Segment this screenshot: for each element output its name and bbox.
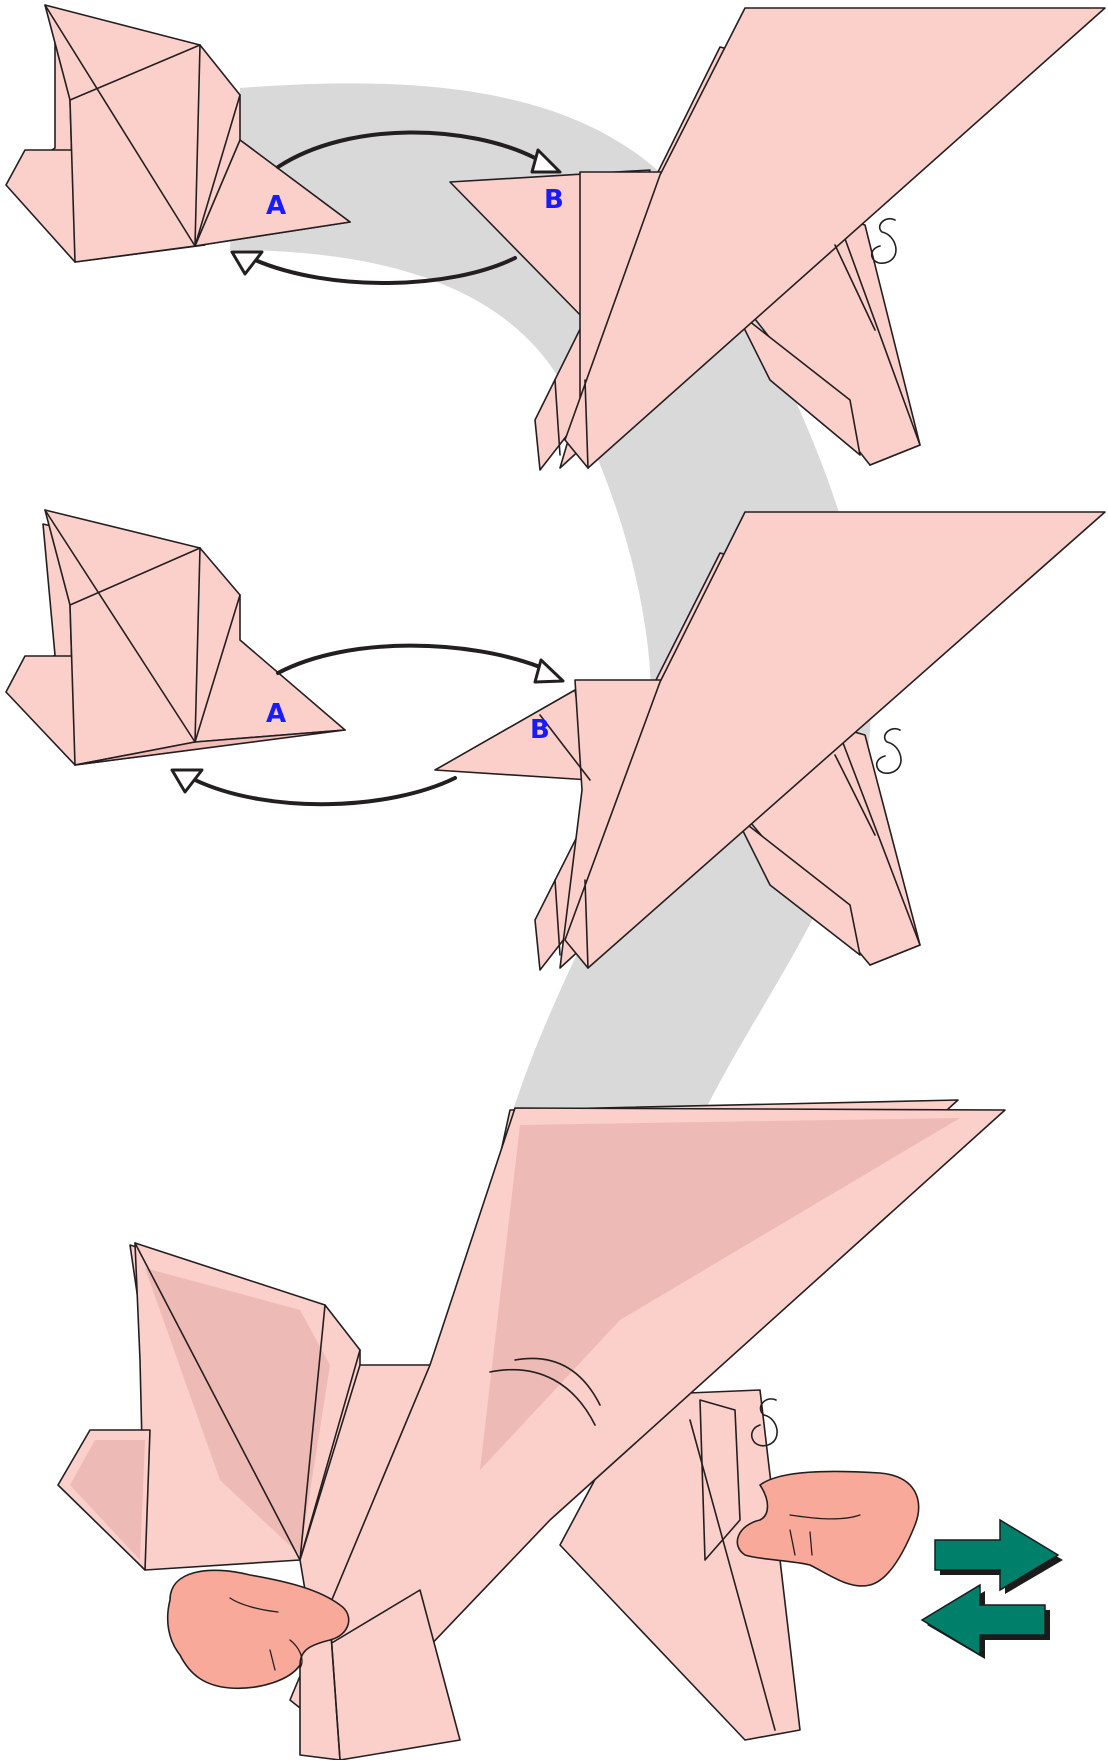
- step2-diagram: A B: [6, 510, 1105, 970]
- arrow-head-icon: [535, 660, 563, 682]
- step1-label-a: A: [266, 191, 286, 221]
- curved-arrow-left-icon: [195, 778, 455, 804]
- step1-label-b: B: [544, 185, 564, 215]
- step2-pig-head: A: [6, 510, 345, 765]
- step2-label-b: B: [530, 715, 550, 745]
- curved-arrow-right-icon: [278, 646, 540, 673]
- step2-label-a: A: [266, 699, 286, 729]
- step3-diagram: [58, 1100, 1063, 1760]
- step1-diagram: A B: [6, 5, 1105, 470]
- push-pull-arrows-icon: [922, 1520, 1063, 1659]
